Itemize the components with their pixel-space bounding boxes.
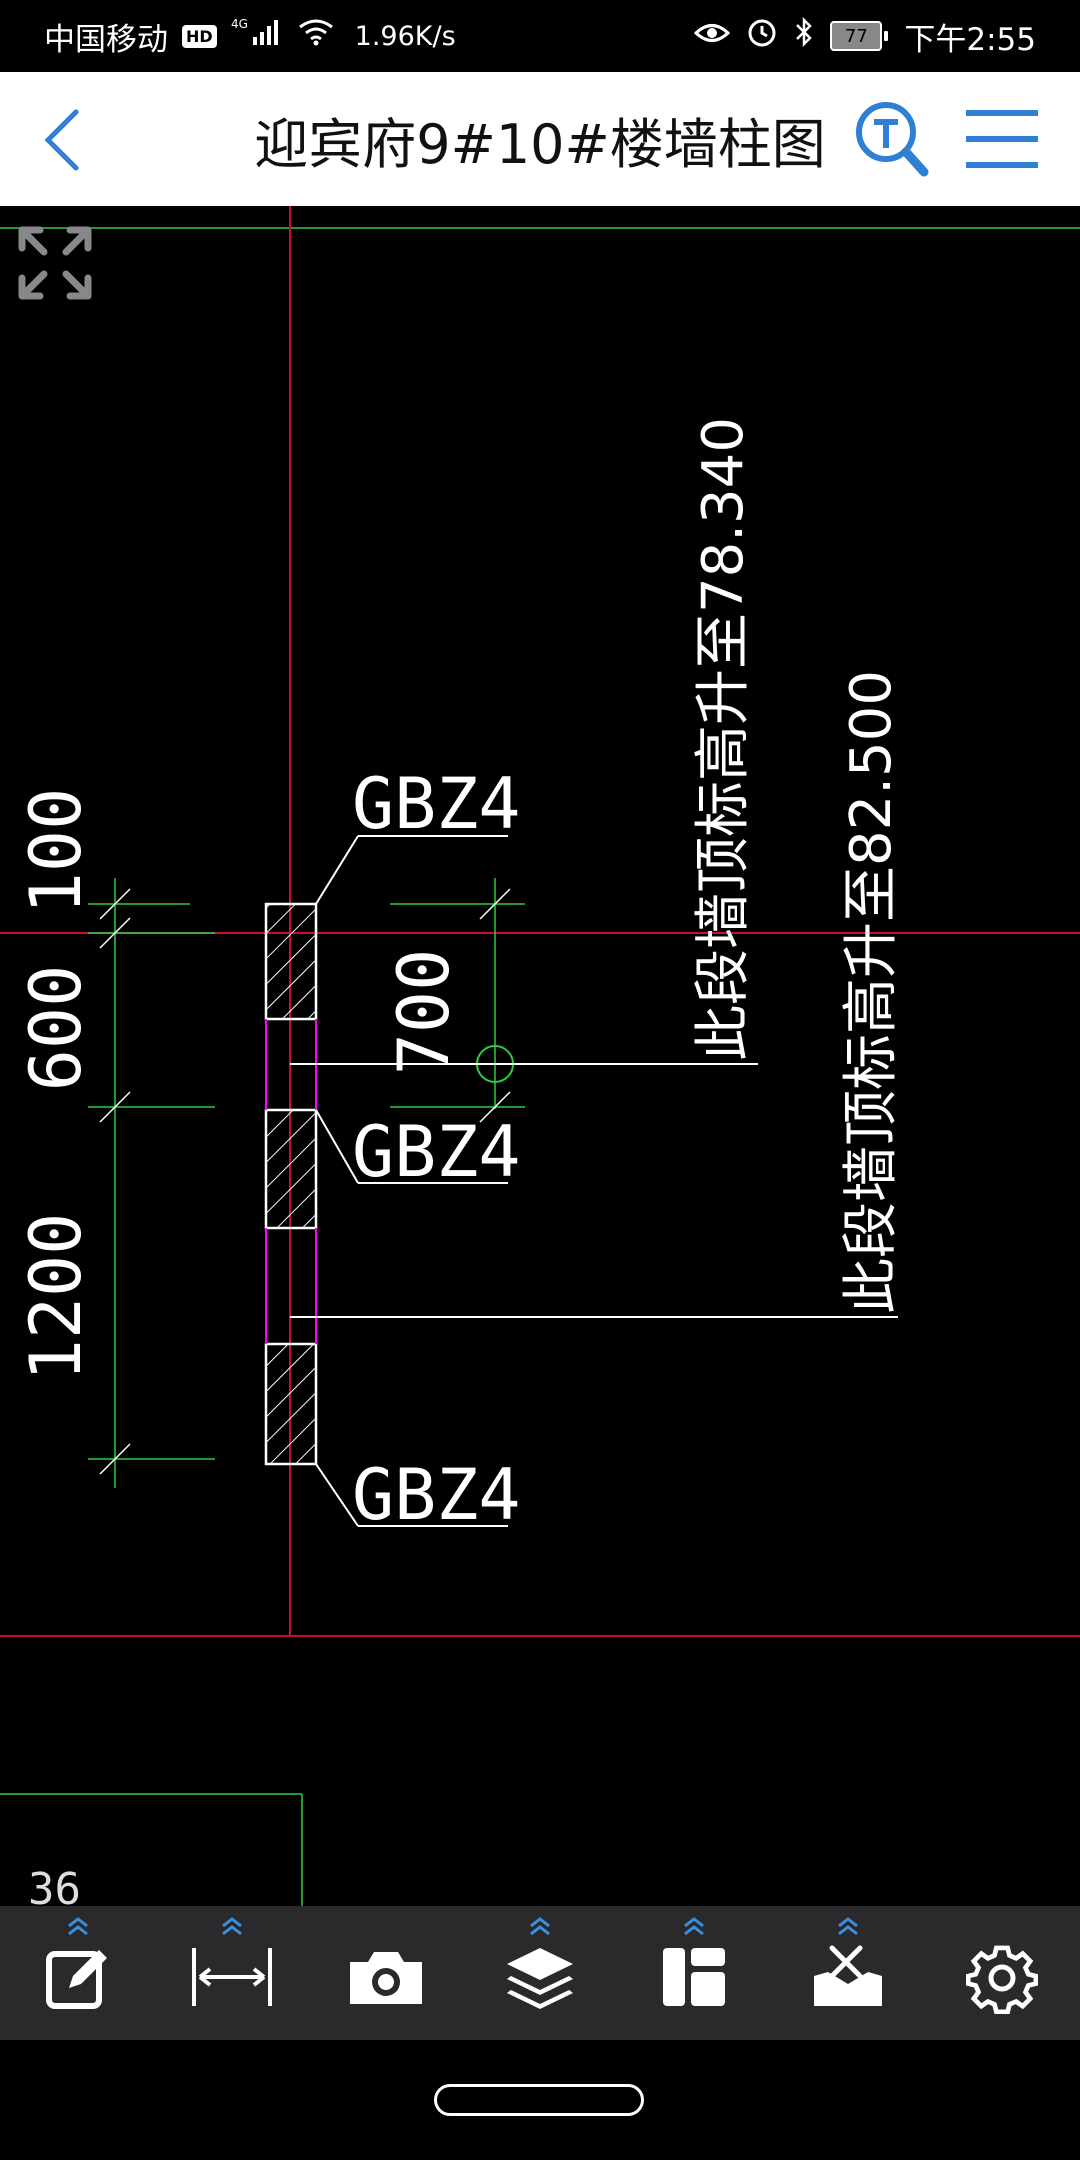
dimension-600: 600 (15, 965, 97, 1091)
gbz-label-top: GBZ4 (352, 763, 521, 845)
dimension-1200: 1200 (15, 1213, 97, 1382)
fullscreen-button[interactable] (14, 222, 96, 304)
carrier-name: 中国移动 (44, 21, 168, 58)
network-speed: 1.96K/s (354, 20, 456, 52)
hd-badge: HD (182, 24, 217, 48)
back-button[interactable] (36, 104, 108, 176)
layers-tool-button[interactable] (480, 1906, 600, 2040)
expand-arrows-icon (18, 226, 92, 300)
home-gesture-bar[interactable] (434, 2084, 644, 2116)
chevron-up-icon (684, 1917, 704, 1936)
chevron-up-icon (530, 1917, 550, 1936)
wall-column-top (264, 902, 318, 1021)
layers-icon (507, 1948, 573, 2009)
battery-icon: 77 (830, 21, 889, 51)
wall-column-bottom (264, 1342, 318, 1466)
layout-tool-button[interactable] (634, 1906, 754, 2040)
wifi-icon (297, 17, 335, 55)
toolbox-icon (814, 1945, 882, 2006)
network-type: 4G (231, 17, 248, 31)
signal-icon: 4G (231, 17, 283, 55)
gbz-label-mid: GBZ4 (352, 1111, 521, 1193)
drawing-canvas[interactable]: 36 GBZ4 GBZ4 GBZ4 100 600 1200 (0, 206, 1080, 1906)
settings-tool-button[interactable] (942, 1906, 1062, 2040)
bluetooth-icon (794, 16, 814, 56)
chevron-up-icon (838, 1917, 858, 1936)
wall-column-mid (264, 1108, 318, 1230)
system-nav-bar (0, 2040, 1080, 2160)
clock: 下午2:55 (904, 21, 1036, 58)
gear-icon (966, 1945, 1038, 2014)
cad-drawing: 36 GBZ4 GBZ4 GBZ4 100 600 1200 (0, 206, 1080, 1906)
back-chevron-icon (44, 109, 79, 171)
wall-elevation-note-1: 此段墙顶标高升至78.340 (691, 417, 756, 1061)
chevron-up-icon (222, 1917, 242, 1936)
wall-elevation-note-2: 此段墙顶标高升至82.500 (839, 670, 904, 1314)
measure-icon (192, 1948, 272, 2006)
dimension-100: 100 (15, 788, 97, 914)
alarm-icon (746, 16, 778, 56)
bottom-toolbar (0, 1906, 1080, 2040)
status-bar: 中国移动 HD 4G 1.96K/s (0, 0, 1080, 72)
hamburger-menu-icon (966, 110, 1038, 168)
dimension-700: 700 (383, 949, 465, 1075)
camera-tool-button[interactable] (326, 1906, 446, 2040)
text-search-button[interactable] (852, 96, 932, 182)
gbz-label-bottom: GBZ4 (352, 1454, 521, 1536)
battery-level: 77 (830, 21, 883, 51)
text-search-icon (856, 102, 929, 177)
edit-icon (46, 1950, 107, 2009)
camera-icon (350, 1952, 422, 2004)
chevron-up-icon (68, 1917, 88, 1936)
layout-icon (663, 1948, 725, 2006)
menu-button[interactable] (962, 102, 1042, 176)
partial-number-text: 36 (28, 1864, 81, 1906)
app-header: 迎宾府9#10#楼墙柱图 (0, 72, 1080, 206)
toolbox-tool-button[interactable] (788, 1906, 908, 2040)
annotate-tool-button[interactable] (18, 1906, 138, 2040)
page-title: 迎宾府9#10#楼墙柱图 (254, 112, 826, 176)
eye-icon (694, 18, 731, 54)
measure-tool-button[interactable] (172, 1906, 292, 2040)
